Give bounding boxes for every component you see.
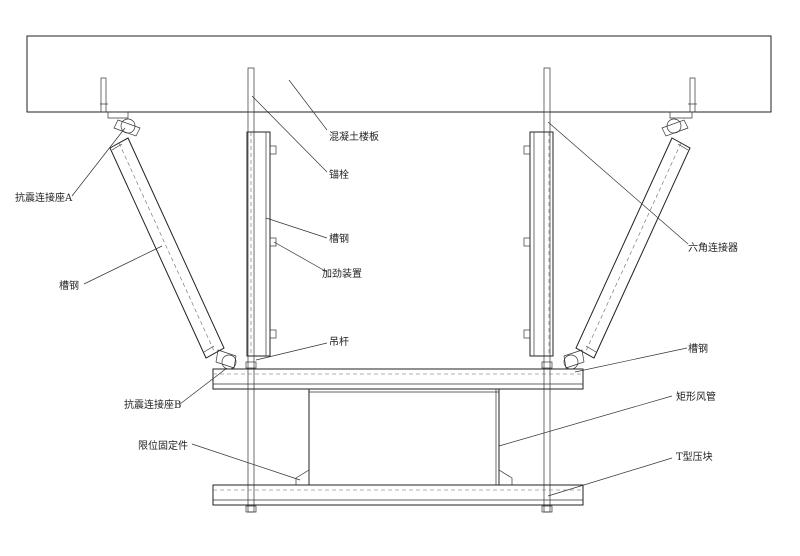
label-slab: 混凝土楼板: [329, 130, 379, 143]
seismic-seat-b-right: [563, 349, 585, 370]
hanger-rods: [245, 111, 553, 513]
label-hanger-rod: 吊杆: [329, 336, 349, 348]
label-limit-fixture: 限位固定件: [138, 439, 188, 452]
leader-lines: [71, 79, 689, 497]
slab-anchor-bolts: [100, 67, 697, 113]
label-channel-steel-brace: 槽钢: [59, 279, 79, 292]
label-stiffener: 加劲装置: [322, 267, 362, 280]
label-seismic-seat-a: 抗震连接座A: [15, 191, 73, 204]
seismic-seat-a-left: [107, 111, 141, 137]
label-channel-steel-beam: 槽钢: [688, 342, 708, 355]
seismic-seat-b-left: [215, 349, 237, 370]
label-channel-steel-vertical: 槽钢: [329, 232, 349, 245]
label-seismic-seat-b: 抗震连接座B: [124, 398, 181, 411]
label-t-clamp: T型压块: [676, 450, 713, 463]
seismic-seat-a-right: [661, 111, 693, 137]
lower-channel-beam: [212, 484, 584, 506]
vertical-channel-left: [246, 131, 277, 357]
label-hex-connector: 六角连接器: [688, 241, 738, 254]
label-duct: 矩形风管: [676, 390, 716, 403]
limit-fixtures: [295, 469, 513, 486]
diagonal-brace-right: [575, 137, 691, 359]
upper-channel-beam: [212, 368, 584, 390]
diagonal-brace-left: [109, 137, 225, 359]
rectangular-duct: [308, 388, 500, 486]
label-anchor-bolt: 锚栓: [329, 168, 349, 181]
concrete-slab: [26, 35, 772, 113]
vertical-channel-right: [523, 131, 554, 357]
